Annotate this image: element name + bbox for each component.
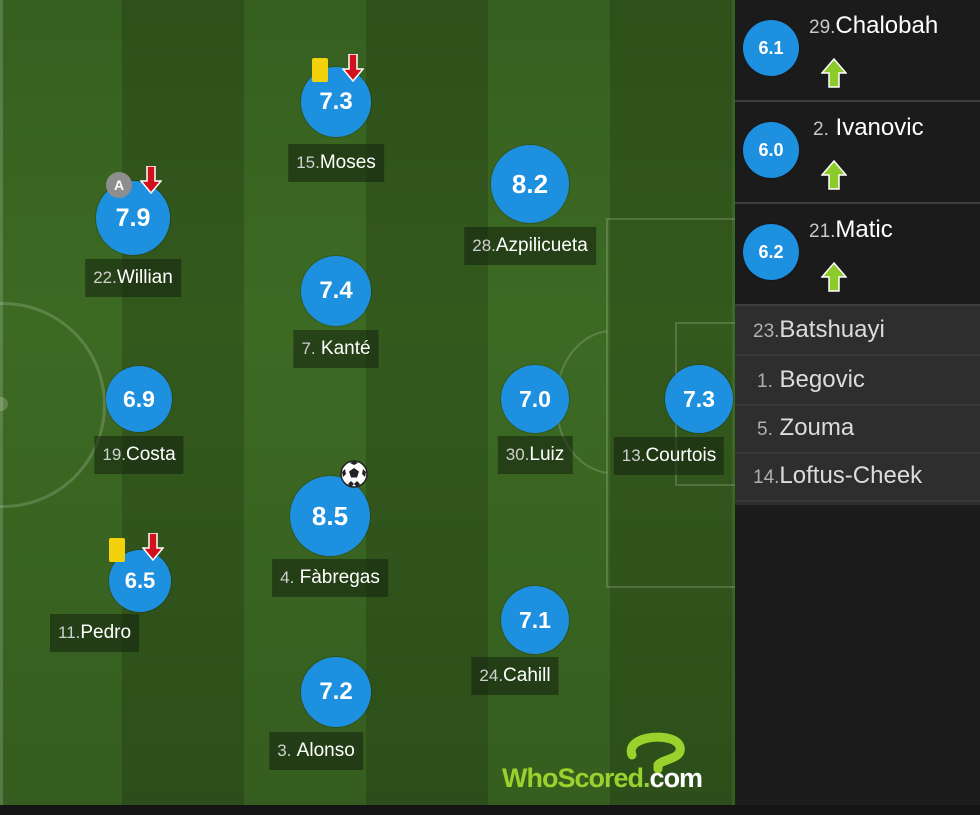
rating-bubble[interactable]: 7.3 [665,365,733,433]
sub-row-loftus-cheek[interactable]: 14.Loftus-Cheek [735,452,980,502]
player-name-label: 24.Cahill [471,657,559,695]
whoscored-wordmark: WhoScored.com [502,763,703,793]
center-spot [0,397,8,411]
rating-bubble[interactable]: 6.2 [743,224,799,280]
pitch: 7.3 15.Moses 7.9 A 22.Willian 8.2 28.Azp… [0,0,735,805]
player-name-label: 28.Azpilicueta [464,227,596,265]
sub-row-begovic[interactable]: 1. Begovic [735,356,980,406]
green-up-arrow-icon [821,160,847,190]
sub-name-label: 1. Begovic [757,366,865,393]
rating-bubble[interactable]: 8.5 [290,476,370,556]
red-down-arrow-icon [140,166,162,194]
player-name-label: 22.Willian [85,259,181,297]
rating-bubble[interactable]: 6.0 [743,122,799,178]
sub-name-label: 14.Loftus-Cheek [753,462,923,489]
sub-row-chalobah[interactable]: 6.1 29.Chalobah [735,0,980,102]
sub-name-label: 29.Chalobah [809,12,939,39]
rating-bubble[interactable]: 7.1 [501,586,569,654]
rating-bubble[interactable]: 7.4 [301,256,371,326]
sub-name-label: 2. Ivanovic [813,114,924,141]
football-icon [340,460,368,488]
rating-bubble[interactable]: 7.2 [301,657,371,727]
sub-row-zouma[interactable]: 5. Zouma [735,404,980,454]
rating-bubble[interactable]: 6.1 [743,20,799,76]
player-name-label: 11.Pedro [50,614,140,652]
yellow-card-icon [312,58,328,82]
captain-badge-icon: A [106,172,132,198]
player-name-label: 19.Costa [94,436,184,474]
sub-name-label: 21.Matic [809,216,893,243]
player-name-label: 4. Fàbregas [272,559,388,597]
green-up-arrow-icon [821,262,847,292]
penalty-box [606,218,735,588]
player-name-label: 3. Alonso [269,732,363,770]
yellow-card-icon [109,538,125,562]
green-up-arrow-icon [821,58,847,88]
sub-name-label: 5. Zouma [757,414,855,441]
rating-bubble[interactable]: 7.3 [301,67,371,137]
sub-row-matic[interactable]: 6.2 21.Matic [735,204,980,306]
sub-name-label: 23.Batshuayi [753,316,885,343]
question-mark-logo-icon [626,732,685,774]
player-name-label: 30.Luiz [497,436,573,474]
rating-bubble[interactable]: 8.2 [491,145,569,223]
player-name-label: 15.Moses [288,144,384,182]
sub-row-ivanovic[interactable]: 6.0 2. Ivanovic [735,102,980,204]
sub-row-batshuayi[interactable]: 23.Batshuayi [735,306,980,356]
red-down-arrow-icon [342,54,364,82]
bottom-bar [0,805,980,815]
player-name-label: 7. Kanté [293,330,379,368]
whoscored-logo: WhoScored.com [502,732,732,795]
substitutes-panel: 6.1 29.Chalobah 6.0 2. Ivanovic 6.2 21.M… [735,0,980,505]
rating-bubble[interactable]: 7.0 [501,365,569,433]
red-down-arrow-icon [142,533,164,561]
player-name-label: 13.Courtois [613,437,725,475]
rating-bubble[interactable]: 6.9 [106,366,172,432]
